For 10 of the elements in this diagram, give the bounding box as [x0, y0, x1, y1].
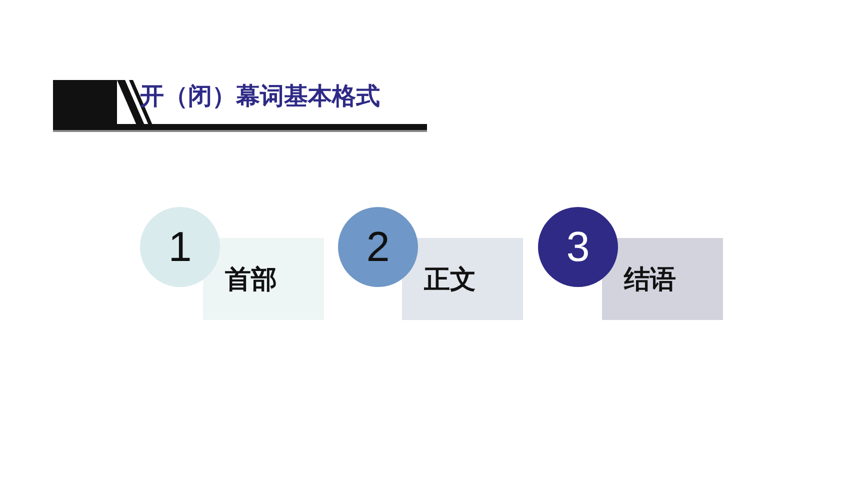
step-card	[203, 238, 324, 320]
slide-title: 开（闭）幕词基本格式	[140, 81, 380, 112]
number-circle: 1	[140, 207, 220, 287]
step-label: 结语	[624, 265, 676, 295]
step-label: 正文	[424, 265, 476, 295]
step-card	[602, 238, 723, 320]
step-label: 首部	[225, 265, 277, 295]
step-card	[402, 238, 523, 320]
number-circle: 3	[538, 207, 618, 287]
number-circle: 2	[338, 207, 418, 287]
